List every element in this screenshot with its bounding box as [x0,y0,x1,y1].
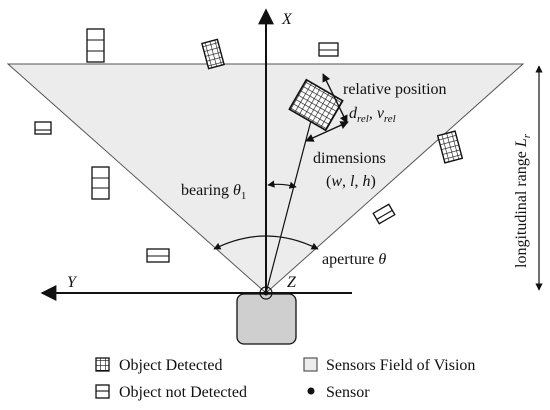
undetected-object [146,248,170,263]
longitudinal-range-label: longitudinal range Lr [513,133,533,268]
legend-detected-label: Object Detected [119,357,223,374]
legend-detected-swatch [95,357,110,372]
detected-object-top [201,38,225,70]
bearing-label: bearing θ1 [181,182,246,202]
undetected-object [318,42,339,57]
dimensions-arrow [305,121,349,142]
relative-position-arrow [322,73,348,124]
sensor-origin-ring [259,286,273,300]
z-axis-label: Z [287,274,297,291]
x-axis-label: X [281,11,293,28]
legend: Object Detected Object not Detected Sens… [95,357,475,401]
bearing-line [265,112,314,294]
sensor-body [236,293,297,345]
legend-fov-label: Sensors Field of Vision [326,357,475,374]
legend-fov-swatch [303,357,318,372]
aperture-label: aperture θ [322,251,386,268]
legend-not-detected-label: Object not Detected [119,384,247,401]
detected-object-right [436,130,464,164]
y-axis-label: Y [67,274,78,291]
legend-not-detected-swatch [95,384,110,399]
undetected-object [372,203,396,225]
undetected-object [34,121,52,135]
dimensions-vars: (w, l, h) [326,173,376,190]
relative-position-title: relative position [343,81,447,98]
dimensions-title: dimensions [313,150,386,167]
legend-sensor-swatch [307,387,315,395]
aperture-arc [213,235,319,250]
undetected-object [86,28,105,63]
relative-position-vars: drel, vrel [349,105,396,125]
undetected-object [91,166,110,200]
legend-sensor-label: Sensor [326,384,370,401]
bearing-arc [267,180,297,189]
